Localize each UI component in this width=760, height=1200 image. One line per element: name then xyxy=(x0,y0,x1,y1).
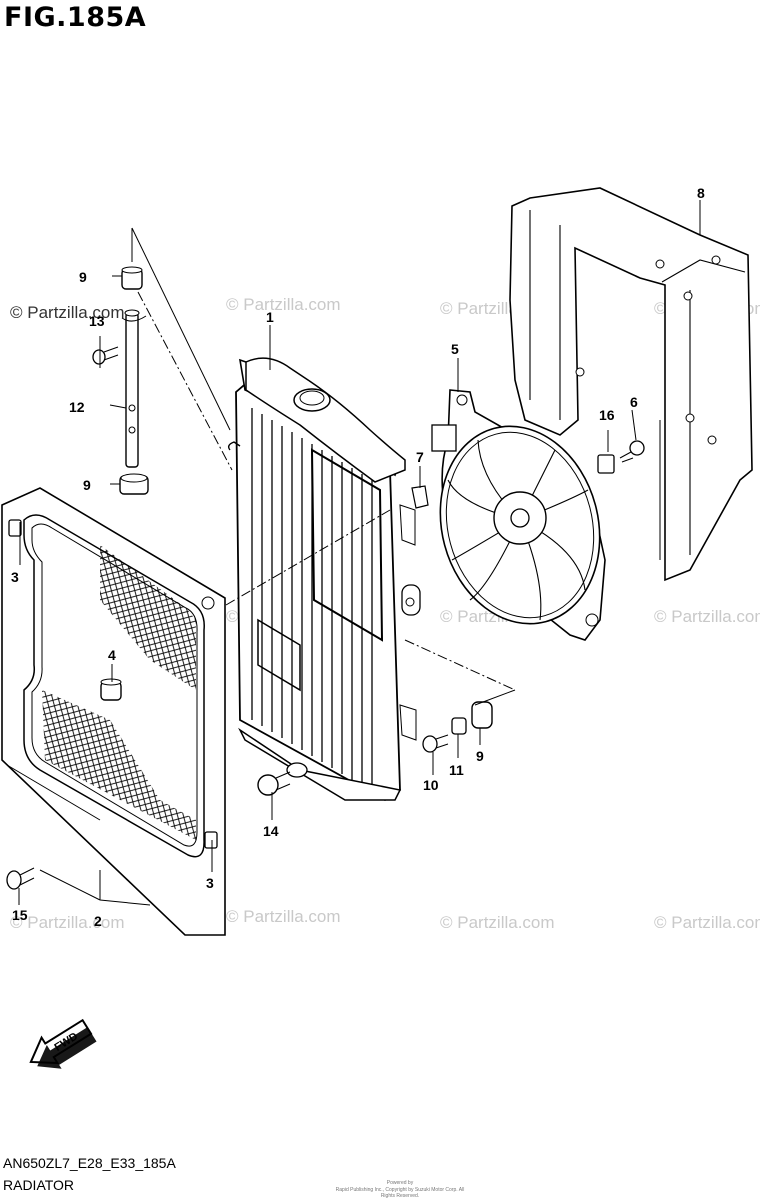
fine-print: Powered by xyxy=(386,1180,414,1186)
callout-10[interactable]: 10 xyxy=(423,777,439,793)
clip-part-7[interactable] xyxy=(411,485,429,509)
callout-9[interactable]: 9 xyxy=(79,269,87,285)
fwd-arrow-icon: FWD xyxy=(29,1018,97,1069)
callout-15[interactable]: 15 xyxy=(12,907,28,923)
figure-title: FIG.185A xyxy=(4,2,147,33)
watermark-text: © Partzilla.com xyxy=(10,913,125,932)
bolt-part-13[interactable] xyxy=(92,346,119,365)
callout-6[interactable]: 6 xyxy=(630,394,638,410)
callout-7[interactable]: 7 xyxy=(416,449,424,465)
grommet-part-9[interactable] xyxy=(119,266,493,729)
watermark-text: © Partzilla.com xyxy=(226,295,341,314)
watermark-text: © Partzilla.com xyxy=(226,907,341,926)
radiator-guard-part-2[interactable] xyxy=(1,487,226,936)
callout-2[interactable]: 2 xyxy=(94,913,102,929)
callout-3[interactable]: 3 xyxy=(11,569,19,585)
watermark-text: © Partzilla.com xyxy=(10,303,125,322)
callout-14[interactable]: 14 xyxy=(263,823,279,839)
section-name: RADIATOR xyxy=(3,1177,75,1193)
callout-13[interactable]: 13 xyxy=(89,313,105,329)
callout-4[interactable]: 4 xyxy=(108,647,116,663)
callout-9[interactable]: 9 xyxy=(83,477,91,493)
callout-11[interactable]: 11 xyxy=(449,762,464,778)
screw-part-15[interactable] xyxy=(6,867,35,890)
cooling-fan-part-5[interactable] xyxy=(419,389,621,642)
fine-print: Rapid Publishing Inc., Copyright by Suzu… xyxy=(335,1187,465,1199)
watermark-text: © Partzilla.com xyxy=(440,913,555,932)
pipe-part-12[interactable] xyxy=(121,309,147,468)
leader-lines xyxy=(18,200,701,906)
bolt-part-14[interactable] xyxy=(257,771,291,796)
callout-8[interactable]: 8 xyxy=(697,185,705,201)
clip-part-3[interactable] xyxy=(8,519,218,849)
callout-9[interactable]: 9 xyxy=(476,748,484,764)
callout-12[interactable]: 12 xyxy=(69,399,85,415)
callout-1[interactable]: 1 xyxy=(266,309,274,325)
nut-part-16[interactable] xyxy=(597,454,615,474)
grommet-part-4[interactable] xyxy=(100,678,122,701)
callout-16[interactable]: 16 xyxy=(599,407,615,423)
collar-part-11[interactable] xyxy=(451,717,467,735)
shroud-part-8[interactable] xyxy=(509,187,753,582)
watermark-text: © Partzilla.com xyxy=(654,607,760,626)
callout-5[interactable]: 5 xyxy=(451,341,459,357)
bolt-part-6[interactable] xyxy=(619,440,645,463)
callout-3[interactable]: 3 xyxy=(206,875,214,891)
callout-labels: 1 2 3 3 4 5 6 7 8 9 9 9 10 11 12 13 14 1… xyxy=(11,185,705,929)
radiator-part-1[interactable] xyxy=(227,357,421,802)
watermark-text: © Partzilla.com xyxy=(654,913,760,932)
model-code: AN650ZL7_E28_E33_185A xyxy=(3,1155,176,1171)
bolt-part-10[interactable] xyxy=(422,734,449,753)
